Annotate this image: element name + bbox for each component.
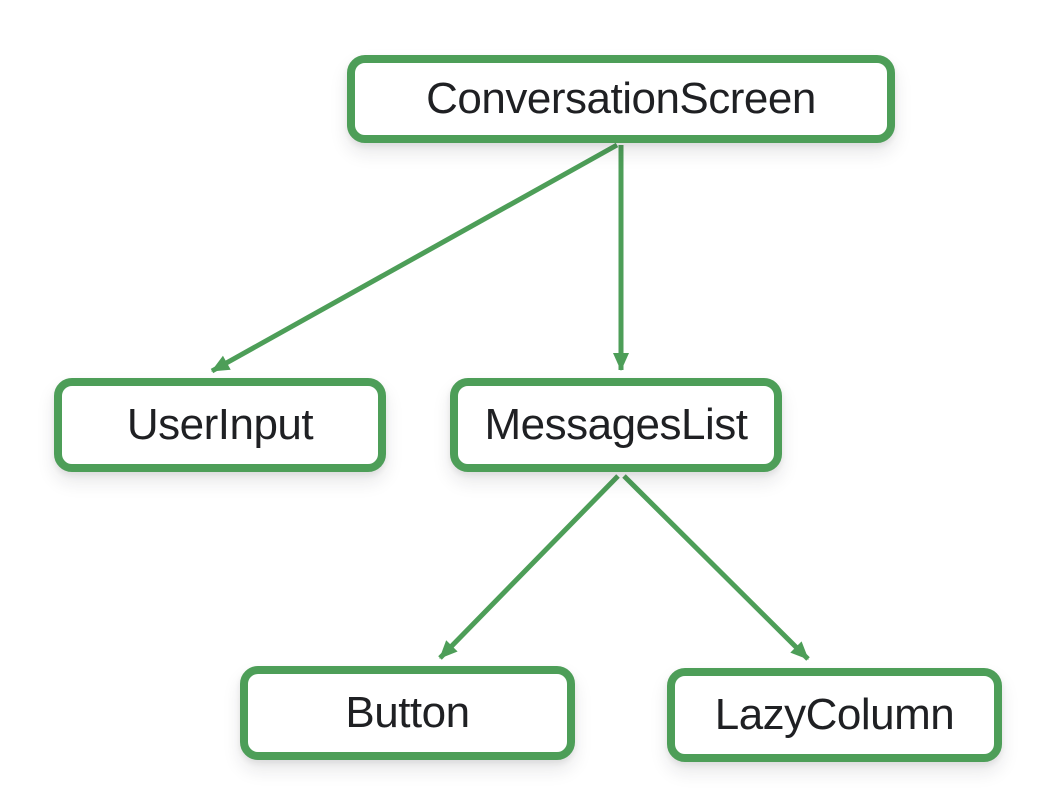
node-button: Button bbox=[240, 666, 575, 760]
node-lazy-column: LazyColumn bbox=[667, 668, 1002, 762]
node-messages-list: MessagesList bbox=[450, 378, 782, 472]
node-user-input: UserInput bbox=[54, 378, 386, 472]
edge-conversationscreen-to-userinput bbox=[210, 142, 619, 374]
node-lazy-column-label: LazyColumn bbox=[714, 690, 955, 739]
node-user-input-label: UserInput bbox=[126, 400, 314, 449]
node-conversation-screen: ConversationScreen bbox=[347, 55, 895, 143]
node-messages-list-label: MessagesList bbox=[484, 400, 748, 449]
edge-messageslist-to-lazycolumn bbox=[622, 474, 810, 661]
node-conversation-screen-label: ConversationScreen bbox=[426, 74, 816, 123]
edge-messageslist-to-button bbox=[438, 474, 620, 660]
node-button-label: Button bbox=[345, 688, 470, 737]
